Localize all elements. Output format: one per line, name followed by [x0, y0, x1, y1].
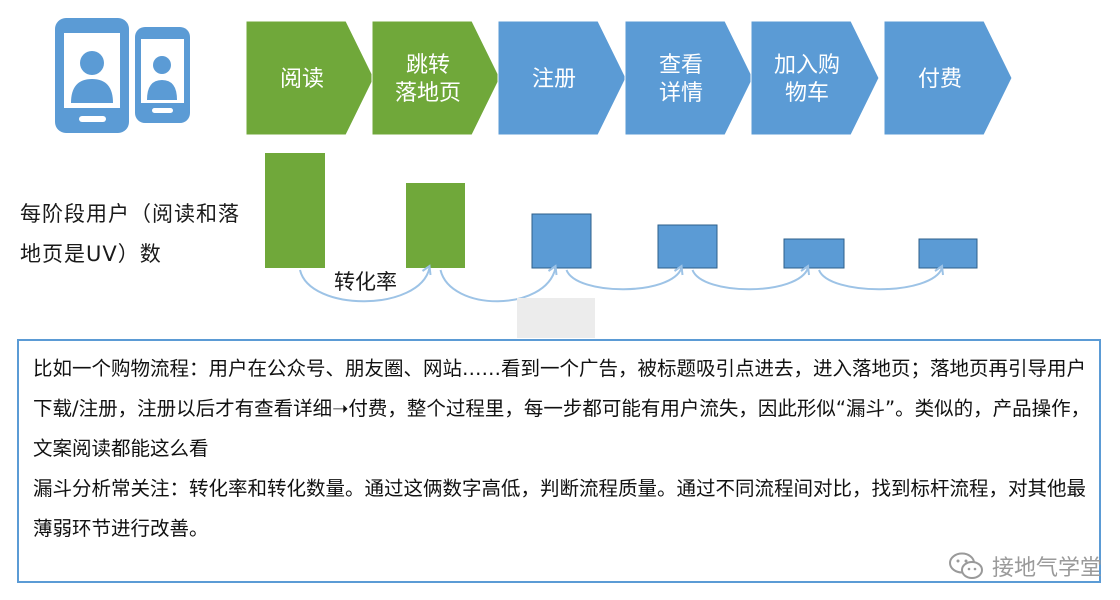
flow-step-1-label-1: 阅读 [280, 67, 324, 92]
watermark-placeholder [517, 298, 595, 338]
funnel-bar-5 [783, 238, 845, 269]
explanation-paragraph-2: 漏斗分析常关注：转化率和转化数量。通过这俩数字高低，判断流程质量。通过不同流程间… [33, 477, 1087, 540]
brand-watermark: 接地气学堂 [948, 550, 1102, 582]
funnel-bar-2 [406, 183, 465, 268]
flow-step-4-label-2: 详情 [659, 81, 703, 106]
flow-step-3: 注册 [497, 20, 627, 136]
conversion-curve-4 [691, 267, 809, 291]
flow-step-6-label-1: 付费 [918, 67, 962, 92]
flow-step-2-label-1: 跳转 [406, 53, 450, 78]
conversion-arrowhead-4 [800, 264, 810, 276]
wechat-icon [948, 552, 983, 579]
conversion-curve-5 [818, 267, 943, 291]
conversion-curve-1 [299, 267, 431, 303]
conversion-curve-2 [439, 267, 557, 303]
flow-step-1: 阅读 [245, 20, 375, 136]
flow-step-4-label-1: 查看 [659, 53, 703, 78]
funnel-bar-3 [531, 213, 592, 269]
explanation-box: 比如一个购物流程：用户在公众号、朋友圈、网站……看到一个广告，被标题吸引点进去，… [17, 339, 1101, 583]
flow-step-6: 付费 [883, 20, 1013, 136]
two-phones-user-icon [55, 18, 190, 133]
flow-step-5-label-2: 物车 [785, 81, 829, 106]
explanation-paragraph-1: 比如一个购物流程：用户在公众号、朋友圈、网站……看到一个广告，被标题吸引点进去，… [33, 357, 1091, 460]
flow-step-5-label-1: 加入购 [774, 53, 840, 78]
conversion-arrowhead-5 [934, 264, 944, 276]
brand-name: 接地气学堂 [991, 556, 1102, 581]
conversion-arrowhead-2 [547, 264, 558, 276]
conversion-arrowhead-3 [673, 264, 684, 276]
conversion-rate-label: 转化率 [334, 270, 397, 294]
conversion-arrowhead-1 [421, 264, 432, 276]
flow-step-2-label-2: 落地页 [395, 81, 461, 106]
conversion-curve-3 [565, 267, 683, 291]
funnel-stage-label: 每阶段用户（阅读和落地页是UV）数 [20, 202, 240, 266]
funnel-bar-6 [918, 238, 978, 269]
funnel-bar-1 [265, 153, 325, 268]
flow-step-3-label-1: 注册 [532, 67, 576, 92]
funnel-bar-4 [657, 224, 718, 269]
